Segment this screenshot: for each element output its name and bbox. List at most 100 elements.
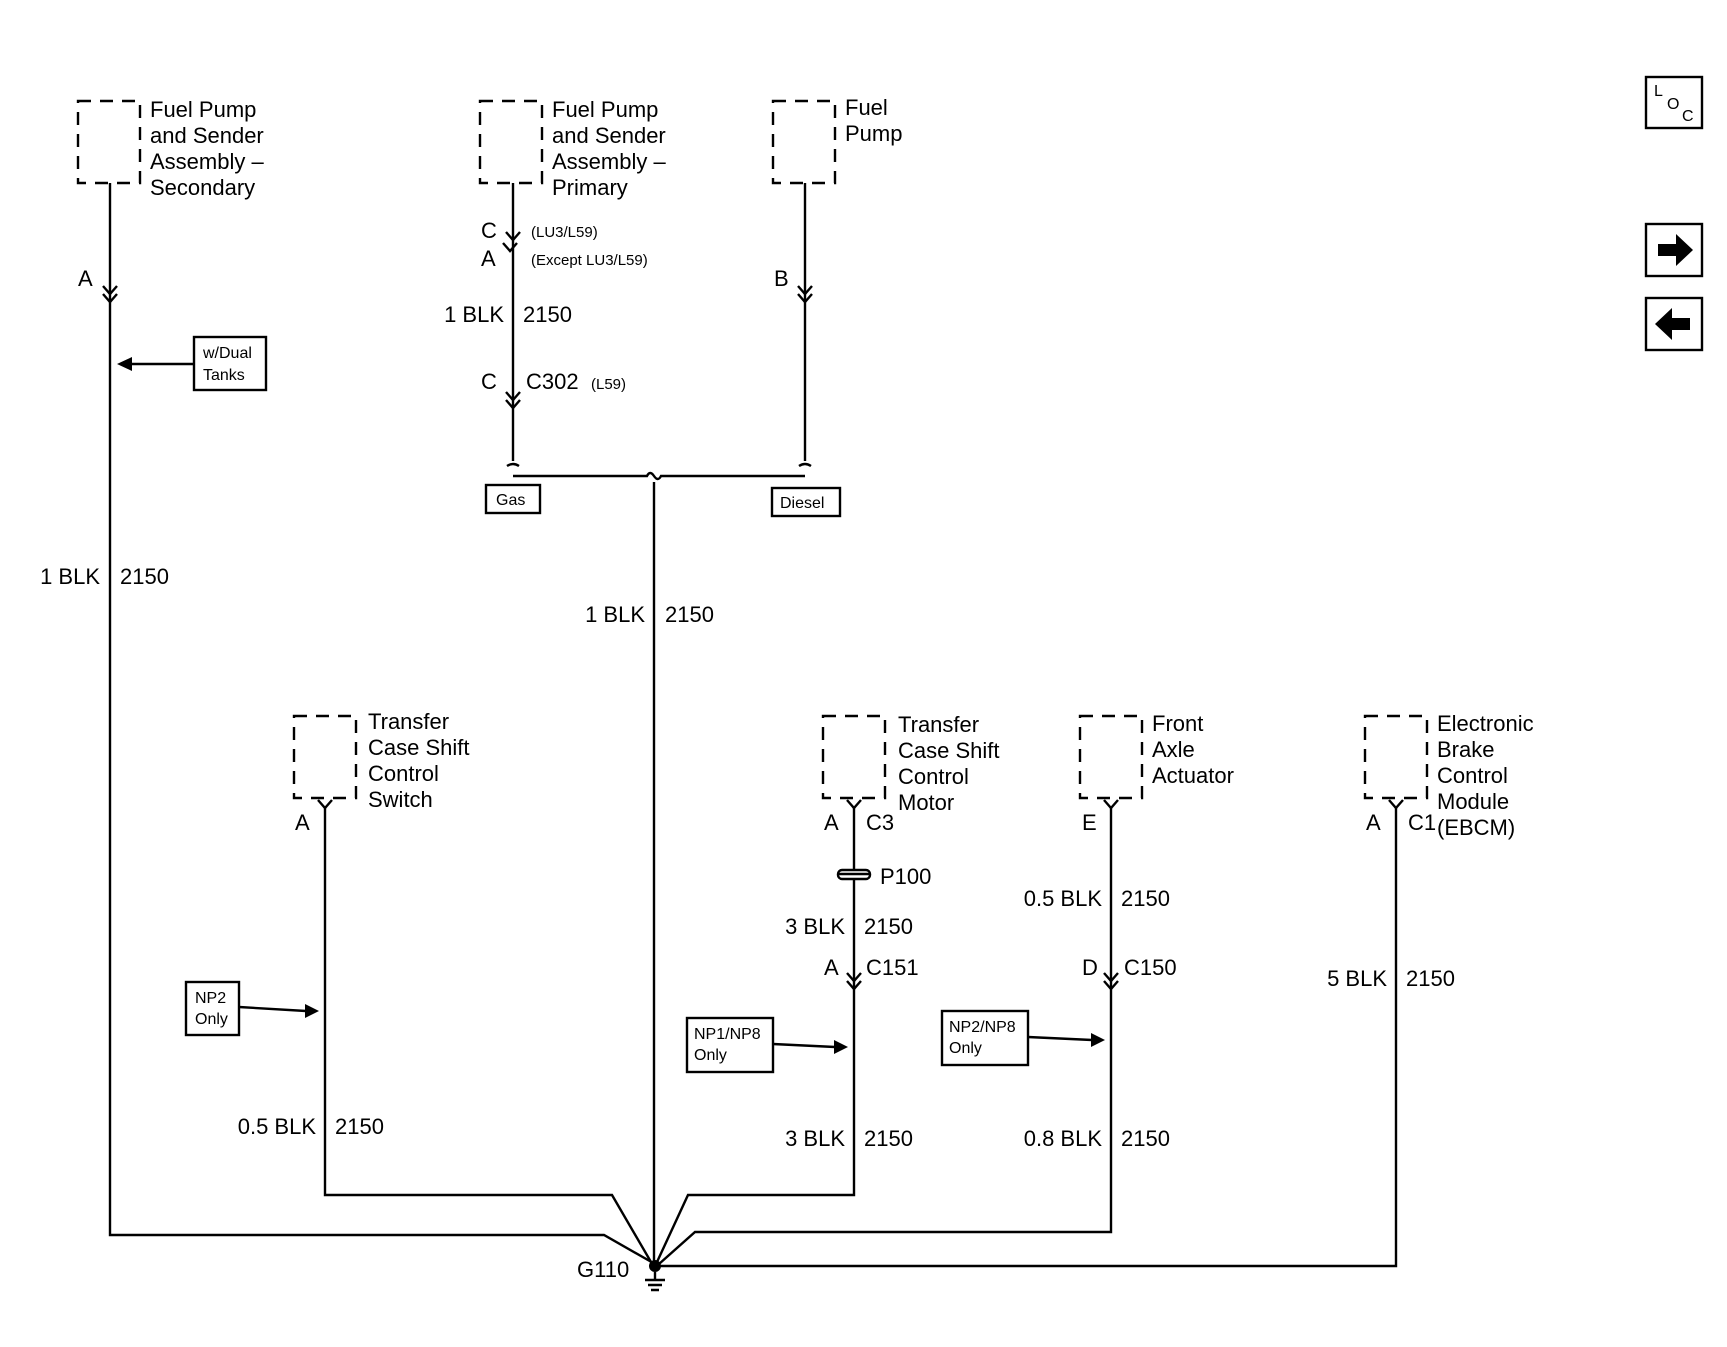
p100-passthrough — [836, 868, 872, 881]
prev-page-button[interactable] — [1644, 296, 1704, 352]
ebcm-wire — [660, 808, 1398, 1268]
fuel-pump-label-2: Pump — [845, 121, 902, 146]
np2-arrowhead — [305, 1004, 319, 1018]
sec-wire-gauge: 1 BLK — [40, 564, 100, 589]
right-arrow-icon — [1658, 234, 1693, 266]
np2-np8-note: NP2/NP8 Only — [940, 1009, 1105, 1067]
ebcm-label-3: Control — [1437, 763, 1508, 788]
ebcm-label-5: (EBCM) — [1437, 815, 1515, 840]
gas-box — [484, 483, 542, 515]
loc-button[interactable]: L O C — [1644, 75, 1704, 130]
ebcm-label-4: Module — [1437, 789, 1509, 814]
sec-wire-circuit: 2150 — [120, 564, 169, 589]
front-axle-component: Front Axle Actuator — [1078, 711, 1234, 800]
ebcm-label-1: Electronic — [1437, 711, 1534, 736]
c151-pin-a: A — [824, 955, 839, 980]
tcs-motor-label-2: Case Shift — [898, 738, 1000, 763]
p100-label: P100 — [880, 864, 931, 889]
c150-label: C150 — [1124, 955, 1177, 980]
fuel-pump-primary-label-1: Fuel Pump — [552, 97, 658, 122]
tcs-motor-pin-a: A — [824, 810, 839, 835]
ebcm-conn-c1: C1 — [1408, 810, 1436, 835]
fuel-pump-primary-component: Fuel Pump and Sender Assembly – Primary — [478, 97, 666, 200]
switch-wire-circuit: 2150 — [335, 1114, 384, 1139]
tcs-motor-conn-c3: C3 — [866, 810, 894, 835]
motor-lower-gauge: 3 BLK — [785, 1126, 845, 1151]
tcs-motor-wire — [655, 808, 856, 1263]
axle-upper-gauge: 0.5 BLK — [1024, 886, 1103, 911]
np2-np8-arrow — [1027, 1035, 1093, 1042]
pri-pin-c-note: (LU3/L59) — [531, 224, 598, 241]
pin-labels: A C (LU3/L59) A (Except LU3/L59) B C C30… — [78, 218, 1436, 980]
diesel-label: Diesel — [780, 495, 824, 512]
np1-np8-line-1: NP1/NP8 — [694, 1026, 761, 1043]
np2-line-2: Only — [195, 1011, 228, 1028]
c302-connector — [505, 391, 521, 410]
fuel-pump-primary-label-3: Assembly – — [552, 149, 666, 174]
tcs-motor-box — [821, 714, 887, 800]
ebcm-label-2: Brake — [1437, 737, 1494, 762]
tcs-switch-label-3: Control — [368, 761, 439, 786]
np1-np8-arrowhead — [834, 1040, 848, 1054]
c150-pin-d: D — [1082, 955, 1098, 980]
np1-np8-note: NP1/NP8 Only — [685, 1016, 848, 1074]
next-page-button[interactable] — [1644, 222, 1704, 278]
np2-arrow — [238, 1005, 307, 1013]
diesel-connector-b — [797, 285, 813, 304]
pin-markers — [317, 242, 1404, 810]
fuel-pump-secondary-label-3: Assembly – — [150, 149, 264, 174]
loc-letter-top: L — [1654, 83, 1663, 100]
ground-label: G110 — [577, 1257, 629, 1282]
wires — [108, 183, 1398, 1268]
tcs-motor-label-4: Motor — [898, 790, 954, 815]
left-arrow-icon — [1655, 308, 1690, 340]
axle-lower-circuit: 2150 — [1121, 1126, 1170, 1151]
secondary-connector-a — [102, 285, 118, 304]
connectors — [102, 231, 1119, 991]
np2-np8-line-1: NP2/NP8 — [949, 1019, 1016, 1036]
c151-connector — [846, 972, 862, 991]
axle-pin-e: E — [1082, 810, 1097, 835]
diesel-box — [770, 486, 842, 518]
ebcm-pin-a: A — [1366, 810, 1381, 835]
fuel-pump-primary-box — [478, 99, 544, 185]
secondary-wire — [108, 183, 656, 1266]
front-axle-wire — [658, 808, 1113, 1265]
np1-np8-line-2: Only — [694, 1047, 727, 1064]
front-axle-pin-marker — [1103, 799, 1119, 810]
tcs-motor-label-3: Control — [898, 764, 969, 789]
fuel-pump-primary-label-4: Primary — [552, 175, 628, 200]
pri-pin-c: C — [481, 218, 497, 243]
loc-button-frame[interactable] — [1644, 75, 1704, 130]
pri-pin-a-note: (Except LU3/L59) — [531, 252, 648, 269]
fuel-pump-secondary-label-2: and Sender — [150, 123, 264, 148]
tcs-switch-component: Transfer Case Shift Control Switch — [292, 709, 470, 812]
ebcm-pin-marker — [1388, 799, 1404, 810]
dual-tanks-line-2: Tanks — [203, 367, 245, 384]
gas-tag: Gas — [484, 483, 542, 515]
fuel-pump-secondary-box — [76, 99, 142, 185]
np2-np8-line-2: Only — [949, 1040, 982, 1057]
tcs-motor-pin-marker — [846, 799, 862, 810]
c150-connector — [1103, 972, 1119, 991]
motor-upper-circuit: 2150 — [864, 914, 913, 939]
primary-connector-c — [505, 231, 521, 242]
front-axle-box — [1078, 714, 1144, 800]
pump-pin-b: B — [774, 266, 789, 291]
tcs-switch-pin-marker — [317, 799, 333, 810]
tcs-switch-wire — [323, 808, 653, 1263]
pri-wire-gauge: 1 BLK — [444, 302, 504, 327]
front-axle-label-1: Front — [1152, 711, 1203, 736]
diesel-tag: Diesel — [770, 486, 842, 518]
ebcm-component: Electronic Brake Control Module (EBCM) — [1363, 711, 1534, 840]
c151-label: C151 — [866, 955, 919, 980]
gas-terminal — [506, 462, 520, 468]
np2-note: NP2 Only — [184, 980, 319, 1037]
ebcm-box — [1363, 714, 1429, 800]
ground-node — [649, 1260, 661, 1272]
tcs-switch-label-1: Transfer — [368, 709, 449, 734]
motor-upper-gauge: 3 BLK — [785, 914, 845, 939]
c302-note: (L59) — [591, 376, 626, 393]
fuel-pump-secondary-label-4: Secondary — [150, 175, 255, 200]
